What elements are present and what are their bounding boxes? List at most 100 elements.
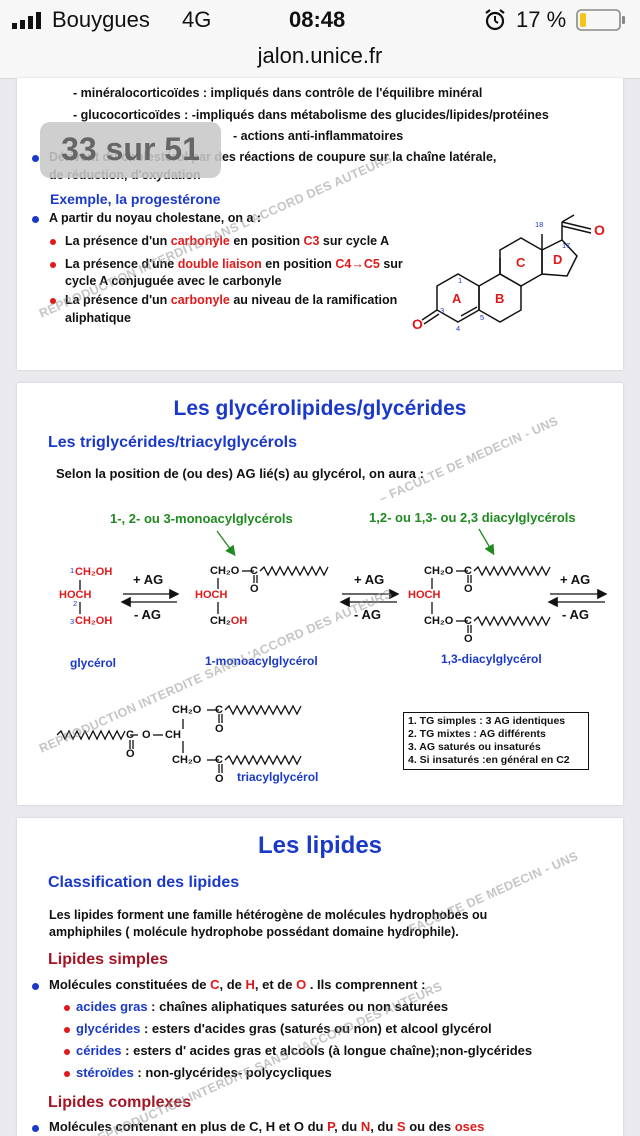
list-item: glycérides : esters d'acides gras (satur…	[76, 1021, 492, 1036]
di-carbon-top: C	[464, 565, 472, 577]
mono-heading: 1-, 2- ou 3-monoacylglycérols	[110, 511, 293, 526]
glycerol-hoch: HOCH	[59, 589, 92, 601]
oxygen-c20: O	[594, 222, 605, 238]
url-text[interactable]: jalon.unice.fr	[257, 43, 383, 68]
page-counter: 33 sur 51	[40, 122, 221, 178]
tg-info-line: 3. AG saturés ou insaturés	[408, 741, 541, 753]
tri-carbon-bottom: C	[215, 754, 223, 766]
mono-label: 1-monoacylglycérol	[205, 654, 318, 668]
minus-ag-1: - AG	[134, 607, 161, 622]
di-hoch: HOCH	[408, 589, 441, 601]
tri-ch2o-top: CH₂O	[172, 704, 202, 716]
battery-icon	[576, 9, 626, 31]
carbon-5-label: 5	[480, 313, 485, 322]
carrier-name: Bouygues	[52, 7, 150, 32]
mineralo-label: - minéralocorticoïdes	[73, 86, 200, 100]
status-bar: Bouygues 4G 08:48 17 %	[0, 0, 640, 40]
slide-glycerolipids: Les glycérolipides/glycérides Les trigly…	[17, 383, 623, 805]
tg-info-line: 1. TG simples : 3 AG identiques	[408, 715, 566, 727]
ring-c-label: C	[516, 255, 526, 270]
bullet	[64, 1049, 70, 1055]
description-line-1: Les lipides forment une famille hétérogè…	[49, 908, 488, 922]
bullet	[50, 298, 56, 304]
di-carbon-bottom: C	[464, 615, 472, 627]
bullet-double-liaison: La présence d'une double liaison en posi…	[65, 257, 403, 271]
glycerol-ch2oh-top: CH₂OH	[75, 566, 113, 578]
list-item: cérides : esters d' acides gras et alcoo…	[76, 1043, 533, 1058]
mono-oh: OH	[230, 615, 248, 627]
tri-carbon-top: C	[215, 704, 223, 716]
bullet	[32, 983, 39, 990]
gluco-text: : -impliqués dans métabolisme des glucid…	[180, 108, 549, 122]
watermark: – FACULTE DE MEDECIN - UNS	[397, 848, 581, 941]
plus-ag-1: + AG	[133, 572, 164, 587]
bullet	[50, 262, 56, 268]
ring-d-label: D	[553, 252, 563, 267]
example-title: Exemple, la progestérone	[50, 191, 221, 207]
mineralo-text: : impliqués dans contrôle de l'équilibre…	[199, 86, 483, 100]
bullet-carbonyle-aliphatic: La présence d'un carbonyle au niveau de …	[65, 293, 398, 307]
glycerol-carbon-1: 1	[70, 566, 75, 575]
tri-carbon-left: C	[126, 729, 134, 741]
classification-title: Classification des lipides	[48, 874, 240, 891]
network-type: 4G	[182, 7, 212, 32]
tri-oxygen-top: O	[215, 723, 224, 735]
tg-info-box: 1. TG simples : 3 AG identiques 2. TG mi…	[403, 712, 589, 770]
bullet	[32, 1125, 39, 1132]
tri-label: triacylglycérol	[237, 770, 319, 784]
list-item: stéroïdes : non-glycérides- polycyclique…	[76, 1065, 332, 1080]
mono-oxygen: O	[250, 583, 259, 595]
clock: 08:48	[289, 7, 346, 32]
mono-carbon: C	[250, 565, 258, 577]
tg-info-line: 4. Si insaturés :en général en C2	[408, 754, 570, 766]
tri-ch2o-bottom: CH₂O	[172, 754, 202, 766]
url-bar[interactable]: jalon.unice.fr	[0, 40, 640, 79]
bullet	[64, 1027, 70, 1033]
carbon-18-label: 18	[535, 220, 544, 229]
minus-ag-2: - AG	[354, 607, 381, 622]
complex-lipids-title: Lipides complexes	[48, 1094, 192, 1111]
plus-ag-2: + AG	[354, 572, 385, 587]
carbon-1-label: 1	[458, 276, 463, 285]
glycerol-carbon-3: 3	[70, 617, 75, 626]
gluco-label: - glucocorticoïdes	[73, 108, 181, 122]
bullet-double-liaison-line2: cycle A conjuguée avec le carbonyle	[65, 274, 282, 288]
bullet	[32, 155, 39, 162]
intro-text: A partir du noyau cholestane, on a :	[49, 211, 262, 225]
bullet-carbonyle-c3: La présence d'un carbonyle en position C…	[65, 234, 390, 248]
bullet	[32, 216, 39, 223]
slide-title: Les glycérolipides/glycérides	[173, 397, 467, 420]
slide-subtitle: Les triglycérides/triacylglycérols	[48, 434, 298, 451]
tri-oxygen-ester: O	[142, 729, 151, 741]
glycerol-label: glycérol	[70, 656, 117, 670]
battery-percent: 17 %	[516, 7, 567, 32]
oxygen-c3: O	[412, 316, 423, 332]
alarm-icon	[484, 9, 506, 31]
intro-text: Selon la position de (ou des) AG lié(s) …	[56, 466, 424, 481]
description-line-2: amphiphiles ( molécule hydrophobe posséd…	[49, 925, 459, 939]
tri-oxygen-bottom: O	[215, 773, 224, 785]
simple-lipids-intro: Molécules constituées de C, de H, et de …	[49, 977, 426, 992]
di-oxygen-bottom: O	[464, 633, 473, 645]
ring-a-label: A	[452, 291, 462, 306]
mono-ch2o: CH₂O	[210, 565, 240, 577]
di-ch2o-top: CH₂O	[424, 565, 454, 577]
tg-info-line: 2. TG mixtes : AG différents	[408, 728, 546, 740]
slide-title: Les lipides	[257, 832, 383, 859]
bullet	[50, 239, 56, 245]
tri-oxygen-left: O	[126, 748, 135, 760]
di-oxygen-top: O	[464, 583, 473, 595]
carbon-3-label: 3	[440, 306, 445, 315]
simple-lipids-title: Lipides simples	[48, 951, 169, 968]
tri-ch: CH	[165, 729, 181, 741]
slide-lipides: Les lipides Classification des lipides L…	[17, 818, 623, 1136]
bullet	[64, 1005, 70, 1011]
antiinflam-text: - actions anti-inflammatoires	[233, 129, 404, 143]
reaction-diagram	[56, 528, 608, 773]
progesterone-structure: O O A B C D 1 3 4 5 17 18	[400, 213, 605, 358]
glycerol-ch2oh-bottom: CH₂OH	[75, 615, 113, 627]
bullet	[64, 1071, 70, 1077]
glycerol-carbon-2: 2	[73, 599, 78, 608]
plus-ag-3: + AG	[560, 572, 591, 587]
carbon-17-label: 17	[562, 241, 571, 250]
